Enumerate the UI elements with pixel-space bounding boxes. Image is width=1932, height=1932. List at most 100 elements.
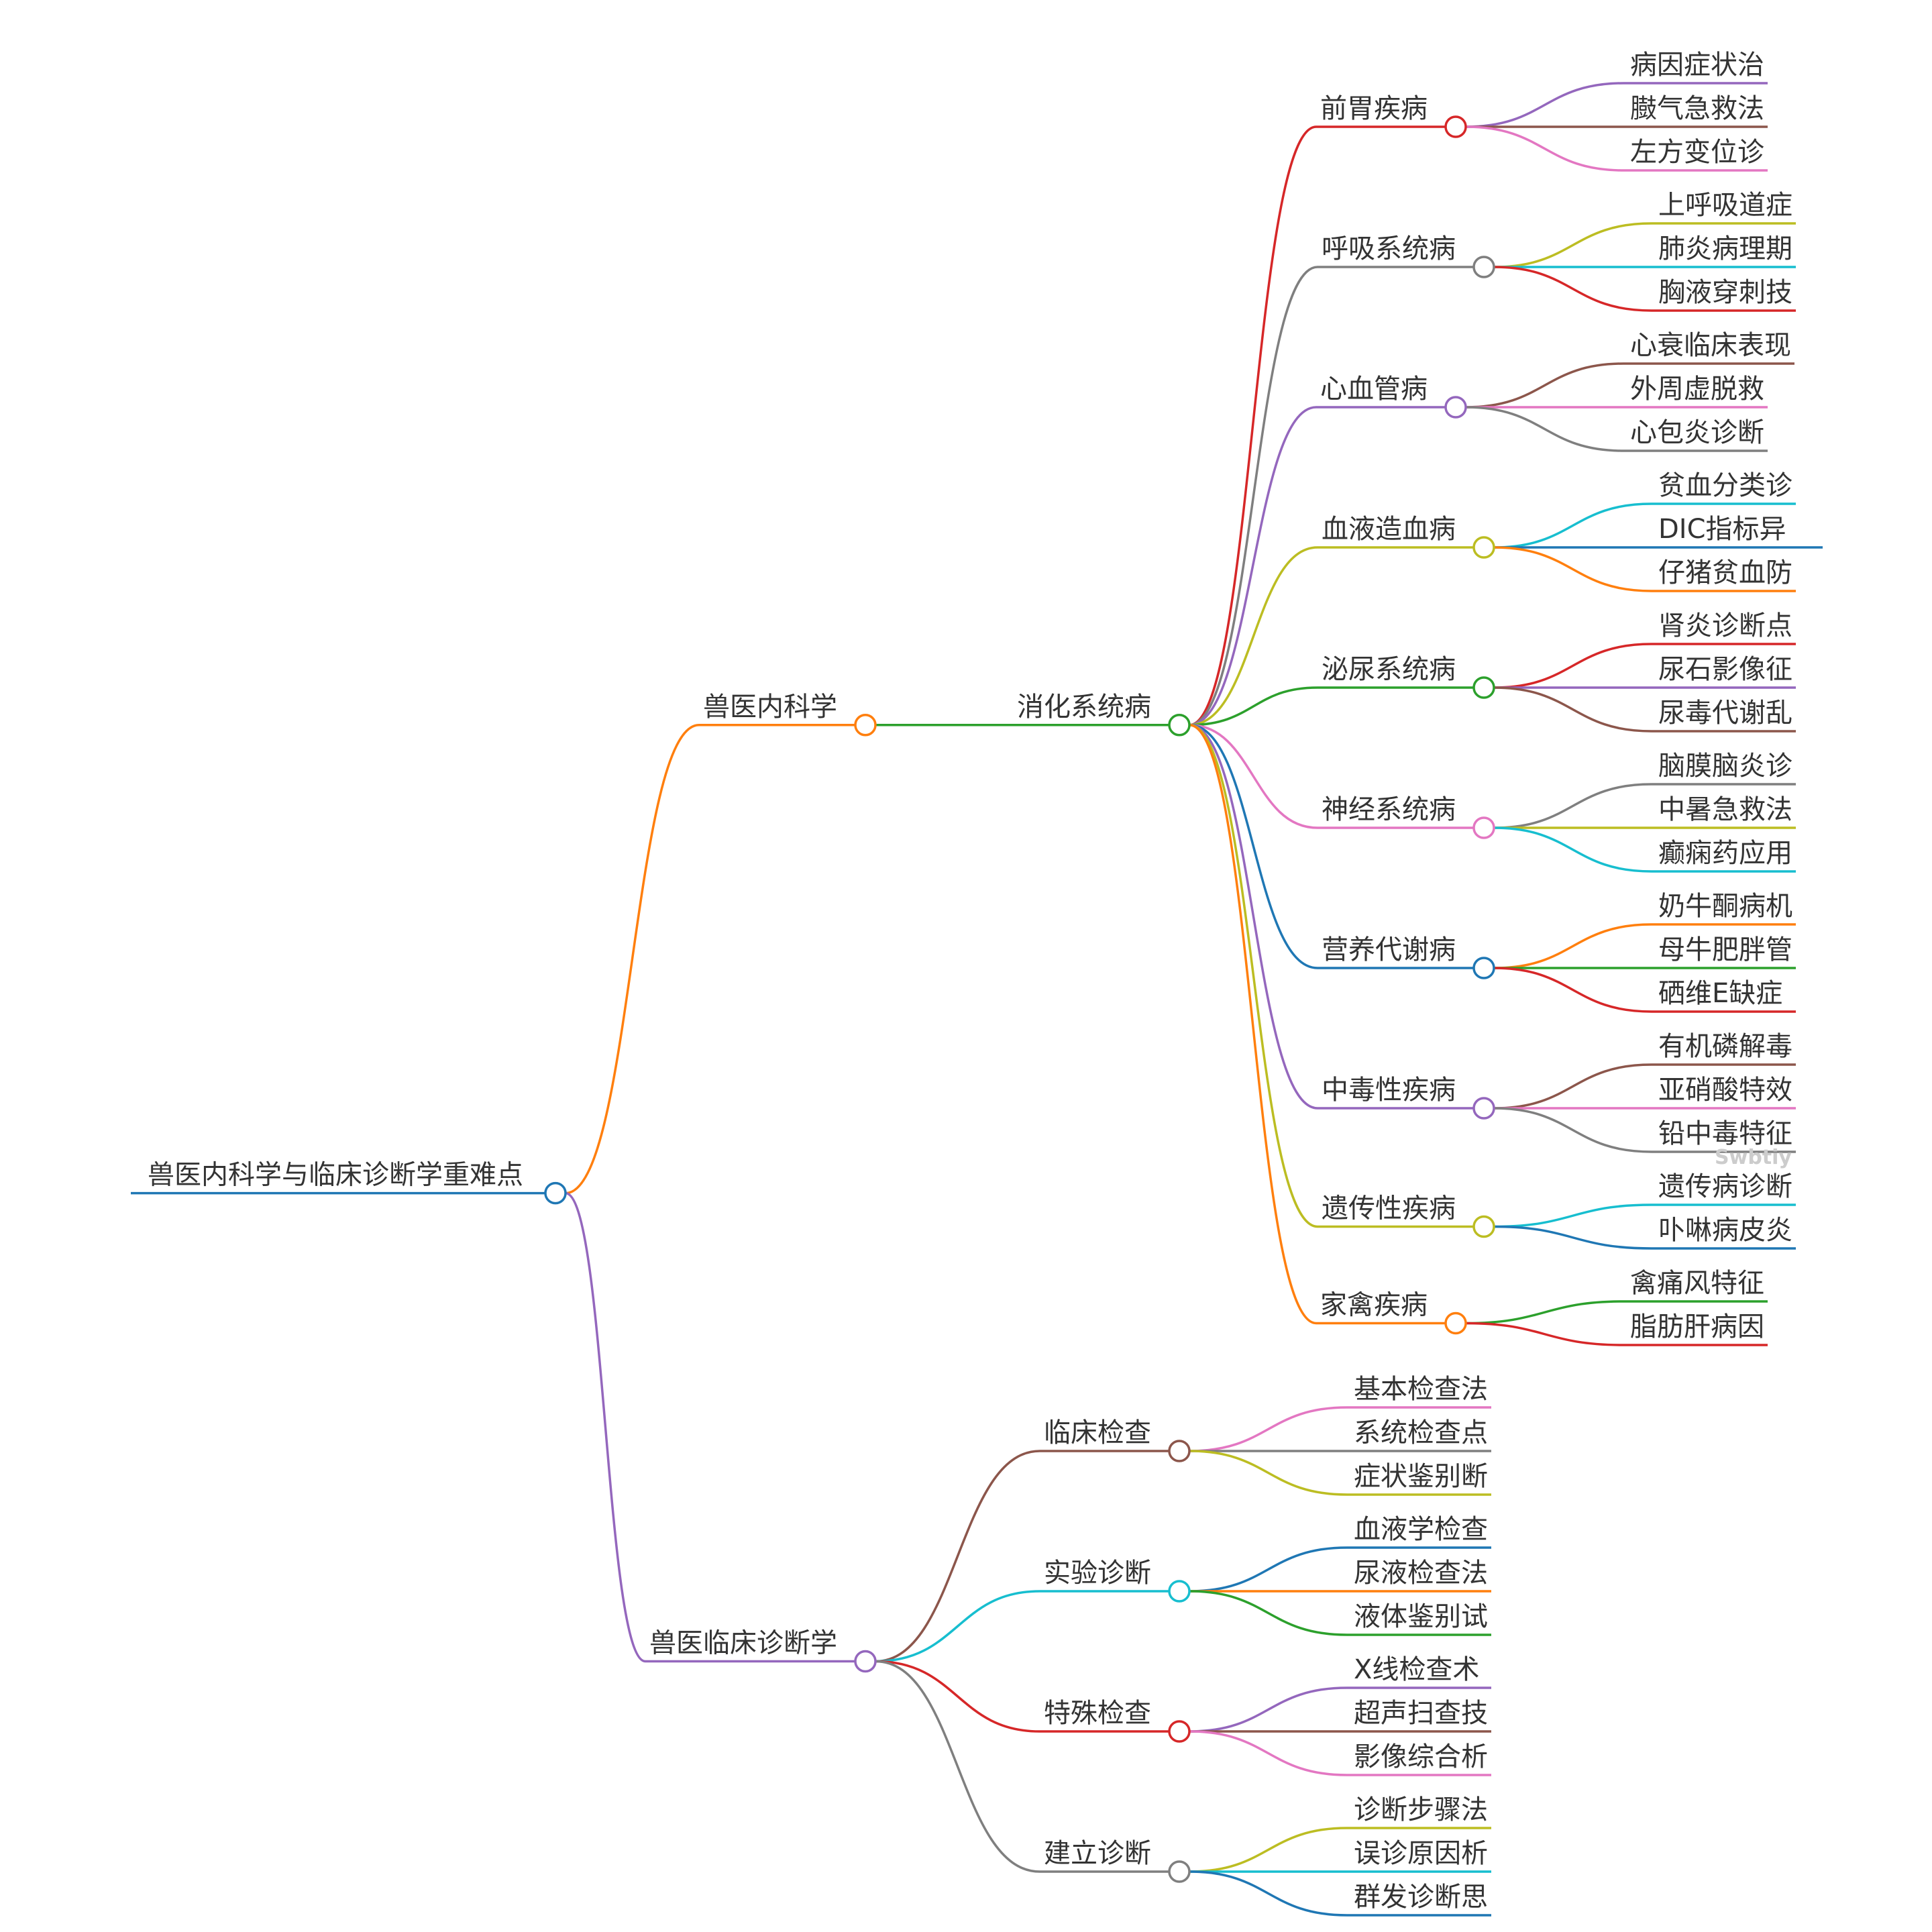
topic-label: 心血管病: [1320, 374, 1428, 405]
leaf-label: 影像综合析: [1354, 1741, 1488, 1772]
leaf-label: 尿液检查法: [1354, 1558, 1488, 1589]
connector-5: [1465, 125, 1624, 172]
mind-map-links: [131, 82, 1823, 1917]
topic-label: 消化系统病: [1017, 692, 1151, 722]
collapse-toggle[interactable]: [854, 714, 877, 737]
leaf-label: 硒维E缺症: [1658, 978, 1782, 1009]
collapse-toggle[interactable]: [1168, 1860, 1191, 1883]
connector-33: [1493, 1107, 1652, 1153]
collapse-toggle[interactable]: [1472, 1097, 1495, 1120]
connector-34: [1189, 724, 1318, 1228]
leaf-label: 液体鉴别试: [1354, 1601, 1488, 1632]
leaf-label: 中暑急救法: [1658, 794, 1792, 825]
leaf-label: 诊断步骤法: [1354, 1794, 1488, 1825]
connector-48: [1189, 1590, 1348, 1636]
collapse-toggle[interactable]: [1168, 1720, 1191, 1743]
connector-9: [1493, 266, 1652, 312]
leaf-label: 血液学检查: [1354, 1514, 1488, 1545]
collapse-toggle[interactable]: [1444, 1311, 1467, 1335]
connector-6: [1189, 266, 1318, 727]
leaf-label: DIC指标异: [1658, 514, 1786, 545]
connector-36: [1493, 1225, 1652, 1250]
connector-15: [1493, 502, 1652, 549]
connector-30: [1189, 724, 1318, 1110]
connector-49: [875, 1660, 1040, 1733]
topic-label: 神经系统病: [1322, 794, 1456, 825]
leaf-label: 贫血分类诊: [1658, 470, 1792, 501]
collapse-toggle[interactable]: [1168, 1440, 1191, 1462]
connector-46: [1189, 1546, 1348, 1593]
topic-label: 营养代谢病: [1322, 934, 1456, 965]
leaf-label: 亚硝酸特效: [1658, 1075, 1792, 1106]
leaf-label: 心衰临床表现: [1630, 330, 1791, 361]
leaf-label: 肺炎病理期: [1658, 233, 1792, 264]
collapse-toggle[interactable]: [1472, 536, 1495, 559]
connector-22: [1189, 724, 1318, 829]
connector-38: [1465, 1300, 1624, 1325]
leaf-label: 上呼吸道症: [1658, 190, 1792, 221]
connector-3: [1465, 82, 1624, 128]
collapse-toggle[interactable]: [1168, 1580, 1191, 1603]
topic-label: 中毒性疾病: [1322, 1075, 1456, 1106]
connector-14: [1189, 546, 1318, 727]
connector-25: [1493, 826, 1652, 873]
leaf-label: 脑膜脑炎诊: [1658, 751, 1792, 782]
topic-label: 兽医内科学: [703, 692, 837, 722]
connector-40: [565, 1191, 646, 1663]
collapse-toggle[interactable]: [1472, 957, 1495, 979]
connector-50: [1189, 1686, 1348, 1733]
connector-10: [1189, 406, 1317, 727]
leaf-label: 左方变位诊: [1630, 137, 1764, 168]
leaf-label: 铅中毒特征: [1658, 1118, 1792, 1149]
connector-18: [1189, 686, 1318, 727]
collapse-toggle[interactable]: [544, 1181, 567, 1205]
connector-23: [1493, 783, 1652, 829]
watermark: Swbtiy: [1715, 1146, 1792, 1169]
connector-29: [1493, 967, 1652, 1013]
topic-label: 兽医内科学与临床诊断学重难点: [148, 1160, 523, 1191]
leaf-label: 仔猪贫血防: [1658, 557, 1792, 588]
topic-label: 临床检查: [1044, 1417, 1151, 1448]
leaf-label: 系统检查点: [1354, 1417, 1488, 1448]
connector-0: [565, 724, 700, 1195]
topic-label: 呼吸系统病: [1322, 233, 1456, 264]
connector-45: [875, 1590, 1040, 1663]
connector-44: [1189, 1450, 1348, 1496]
collapse-toggle[interactable]: [854, 1650, 877, 1673]
topic-label: 泌尿系统病: [1322, 654, 1456, 685]
collapse-toggle[interactable]: [1472, 676, 1495, 699]
connector-21: [1493, 686, 1652, 733]
leaf-label: X线检查术: [1354, 1654, 1479, 1685]
leaf-label: 症状鉴别断: [1354, 1461, 1488, 1492]
leaf-label: 胸液穿刺技: [1658, 277, 1792, 308]
leaf-label: 误诊原因析: [1354, 1838, 1488, 1869]
collapse-toggle[interactable]: [1472, 1215, 1495, 1238]
collapse-toggle[interactable]: [1444, 396, 1467, 419]
leaf-label: 尿毒代谢乱: [1658, 698, 1792, 729]
collapse-toggle[interactable]: [1472, 816, 1495, 839]
leaf-label: 癫痫药应用: [1658, 838, 1792, 869]
leaf-label: 奶牛酮病机: [1658, 891, 1792, 922]
leaf-label: 肾炎诊断点: [1658, 610, 1792, 641]
connector-41: [875, 1450, 1040, 1663]
mind-map-nodes: 兽医内科学与临床诊断学重难点兽医内科学消化系统病前胃疾病病因症状治臌气急救法左方…: [148, 50, 1792, 1913]
leaf-label: 遗传病诊断: [1658, 1171, 1792, 1202]
topic-label: 遗传性疾病: [1322, 1193, 1456, 1224]
connector-35: [1493, 1203, 1652, 1228]
connector-11: [1465, 362, 1624, 409]
topic-label: 建立诊断: [1044, 1838, 1151, 1869]
topic-label: 兽医临床诊断学: [649, 1628, 837, 1659]
connector-54: [1189, 1827, 1348, 1873]
leaf-label: 尿石影像征: [1658, 654, 1792, 685]
leaf-label: 有机磷解毒: [1658, 1031, 1792, 1062]
collapse-toggle[interactable]: [1444, 115, 1467, 138]
collapse-toggle[interactable]: [1168, 714, 1191, 737]
leaf-label: 母牛肥胖管: [1658, 934, 1792, 965]
topic-label: 实验诊断: [1044, 1558, 1151, 1589]
topic-label: 前胃疾病: [1320, 93, 1428, 124]
leaf-label: 外周虚脱救: [1630, 374, 1764, 405]
collapse-toggle[interactable]: [1472, 256, 1495, 278]
connector-31: [1493, 1063, 1652, 1110]
leaf-label: 基本检查法: [1354, 1374, 1488, 1405]
